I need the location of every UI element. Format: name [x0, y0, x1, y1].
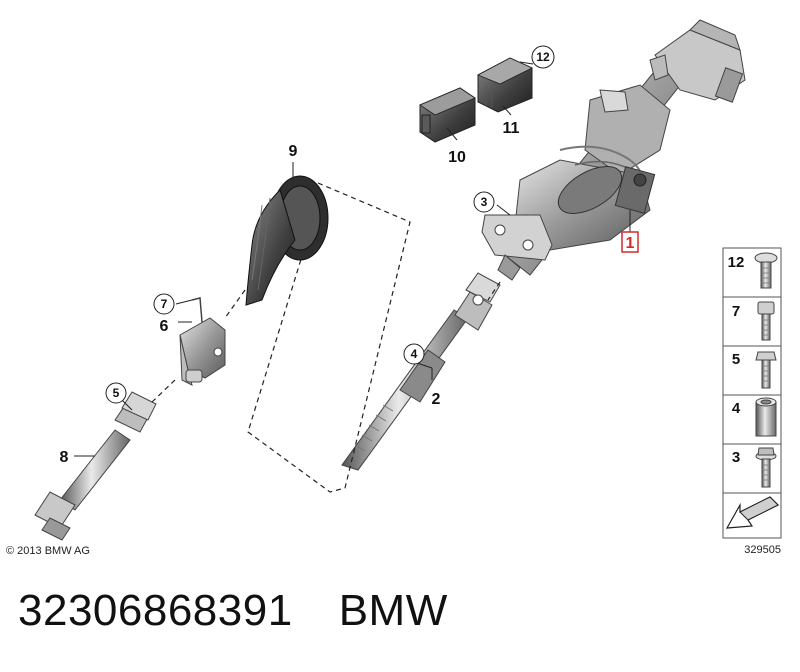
callout-12: 12 [536, 50, 550, 64]
part-number: 32306868391 [18, 586, 293, 635]
callout-5-circle [105, 382, 127, 404]
legend-label-12: 12 [728, 254, 745, 271]
steering-column-assembly [481, 19, 746, 281]
socket-head-screw-icon [757, 301, 775, 341]
callout-7: 7 [161, 297, 168, 311]
callout-4: 4 [411, 347, 418, 361]
hex-flange-bolt-icon [755, 447, 777, 488]
callout-3-circle [473, 191, 495, 213]
brand-name: BMW [338, 586, 448, 635]
part-caption: 32306868391 BMW [18, 586, 448, 636]
leader-lines [74, 61, 631, 457]
callout-12-circle [531, 45, 555, 69]
fastener-legend: 12 7 5 4 3 [722, 247, 782, 539]
dashed-leader-lines [151, 182, 501, 493]
hex-bolt-icon [755, 351, 777, 389]
callout-5: 5 [113, 386, 120, 400]
callout-1-highlight-box [621, 231, 639, 253]
legend-label-5: 5 [732, 351, 740, 368]
legend-label-7: 7 [732, 303, 740, 320]
boot-9 [245, 175, 329, 306]
lower-shaft-8 [34, 391, 157, 541]
legend-label-3: 3 [732, 449, 740, 466]
callout-6: 6 [160, 318, 169, 335]
callout-9: 9 [289, 143, 298, 160]
callout-8: 8 [60, 449, 69, 466]
callout-10: 10 [448, 149, 466, 166]
callout-1: 1 [626, 235, 635, 252]
control-unit-10 [419, 87, 476, 143]
callout-7-circle [153, 293, 175, 315]
callout-4-circle [403, 343, 425, 365]
control-unit-11 [477, 57, 533, 113]
legend-label-4: 4 [732, 400, 741, 417]
callouts: 1 2 3 4 5 6 7 8 9 10 11 12 [60, 45, 639, 466]
callout-2: 2 [432, 391, 441, 408]
intermediate-shaft [341, 272, 501, 471]
callout-11: 11 [503, 120, 520, 137]
sleeve-nut-icon [755, 397, 777, 437]
copyright-text: © 2013 BMW AG [6, 545, 90, 557]
arrow-plate-icon [725, 496, 780, 529]
diagram-id: 329505 [744, 544, 781, 556]
callout-3: 3 [481, 195, 488, 209]
bracket-6 [179, 297, 226, 386]
flange-bolt-icon [754, 252, 778, 289]
